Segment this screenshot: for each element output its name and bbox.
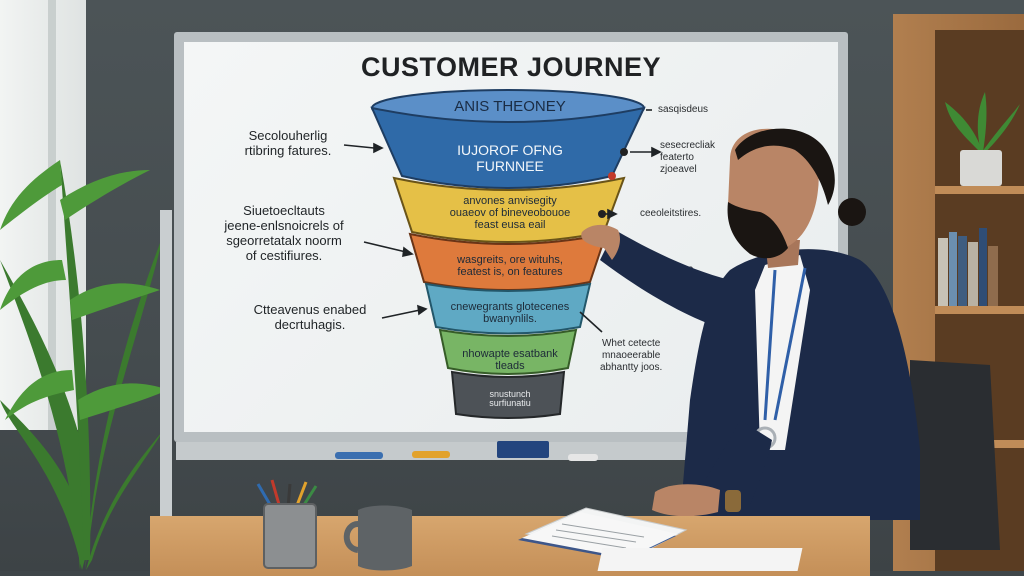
clipboard-papers — [518, 507, 688, 560]
funnel-pin — [620, 148, 628, 156]
marker-white — [568, 454, 598, 461]
funnel-pin — [608, 172, 616, 180]
funnel-stage-6 — [450, 370, 566, 419]
marker-orange — [412, 451, 450, 458]
funnel-stage-1 — [370, 106, 646, 189]
whiteboard-stand — [160, 210, 172, 540]
funnel-label-3: wasgreits, ore wituhs,featest is, on fea… — [457, 254, 563, 278]
board-title: CUSTOMER JOURNEY — [360, 52, 662, 82]
wristwatch — [725, 490, 741, 512]
paper-sheet — [597, 548, 803, 571]
right-note-0: sasqisdeus — [658, 104, 709, 115]
funnel-pin — [598, 210, 606, 218]
funnel-diagram — [343, 89, 662, 419]
office-chair — [910, 360, 1000, 550]
window-frame — [48, 0, 56, 430]
right-note-2: ceeoleitstires. — [640, 208, 702, 219]
eraser — [497, 441, 549, 458]
funnel-stage-2 — [392, 176, 626, 243]
pen-holder — [256, 479, 318, 569]
marker-blue — [335, 452, 383, 459]
potted-plant — [0, 160, 170, 570]
coffee-mug — [343, 505, 412, 571]
shelf-board — [935, 306, 1024, 314]
shelf-board — [935, 186, 1024, 194]
presenter — [581, 128, 1000, 550]
shelf-plant — [945, 92, 1020, 186]
funnel-stage-4 — [424, 282, 592, 335]
funnel-label-0: ANIS THEONEY — [454, 98, 566, 115]
books — [938, 228, 998, 306]
funnel-stage-5 — [438, 328, 578, 375]
